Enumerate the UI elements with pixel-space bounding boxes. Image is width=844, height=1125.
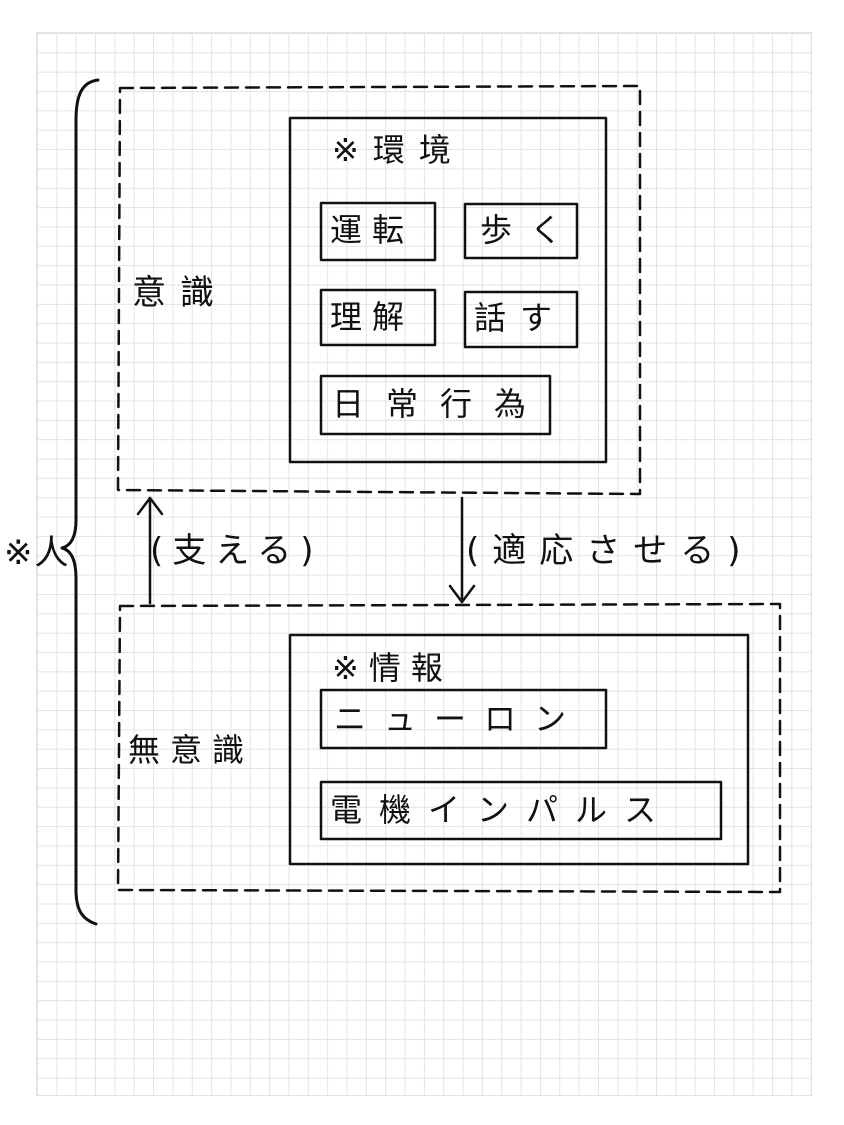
environment-item-box-5: [319, 374, 552, 436]
information-item: ニューロン: [334, 700, 585, 738]
environment-title: ※環境: [332, 131, 465, 169]
support-arrow-head: [136, 496, 164, 516]
person-brace: [60, 78, 100, 926]
conscious-box: [116, 84, 642, 496]
information-item-box-1: [319, 688, 608, 750]
unconscious-label: 無意識: [128, 731, 255, 769]
information-item: 電機インパルス: [330, 791, 674, 829]
adapt-label: (適応させる): [466, 531, 754, 571]
environment-item: 日常行為: [332, 385, 549, 423]
environment-box: [288, 116, 608, 464]
conscious-label: 意識: [132, 273, 228, 313]
unconscious-box: [116, 602, 782, 894]
support-label: (支える): [150, 531, 323, 571]
grid-paper: [36, 32, 812, 1096]
environment-item-box-3: [319, 288, 437, 347]
environment-item: 運転: [330, 211, 415, 249]
environment-item: 話す: [474, 299, 567, 337]
adapt-arrow-head: [448, 584, 476, 604]
person-label: ※人: [4, 533, 71, 573]
information-box: [288, 633, 750, 866]
information-title: ※情報: [332, 649, 453, 687]
environment-item-box-4: [463, 290, 579, 349]
environment-item: 理解: [330, 298, 415, 336]
information-item-box-2: [319, 780, 723, 841]
environment-item-box-1: [319, 201, 437, 262]
environment-item-box-2: [463, 202, 579, 260]
environment-item: 歩く: [480, 211, 581, 249]
